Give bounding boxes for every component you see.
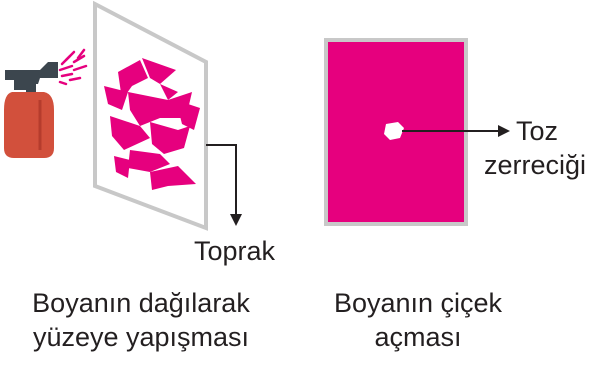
dust-particle: [384, 122, 404, 140]
caption-left-line2: yüzeye yapışması: [32, 322, 250, 352]
soil-label: Toprak: [194, 236, 276, 266]
caption-right-line2: açması: [374, 322, 462, 352]
arrow-down-icon: [206, 144, 242, 226]
caption-left-line1: Boyanın dağılarak: [32, 288, 250, 318]
caption-right: Boyanın çiçek açması: [326, 286, 510, 354]
dust-label-line2: zerreciği: [484, 150, 587, 180]
spray-mist: [58, 48, 88, 86]
spray-bottle-icon: [4, 62, 58, 158]
dust-label-line1: Toz: [516, 116, 559, 146]
arrow-right-icon: [402, 125, 510, 137]
paint-splatter: [104, 58, 200, 190]
caption-right-line1: Boyanın çiçek: [333, 288, 503, 318]
caption-left: Boyanın dağılarak yüzeye yapışması: [4, 286, 278, 354]
